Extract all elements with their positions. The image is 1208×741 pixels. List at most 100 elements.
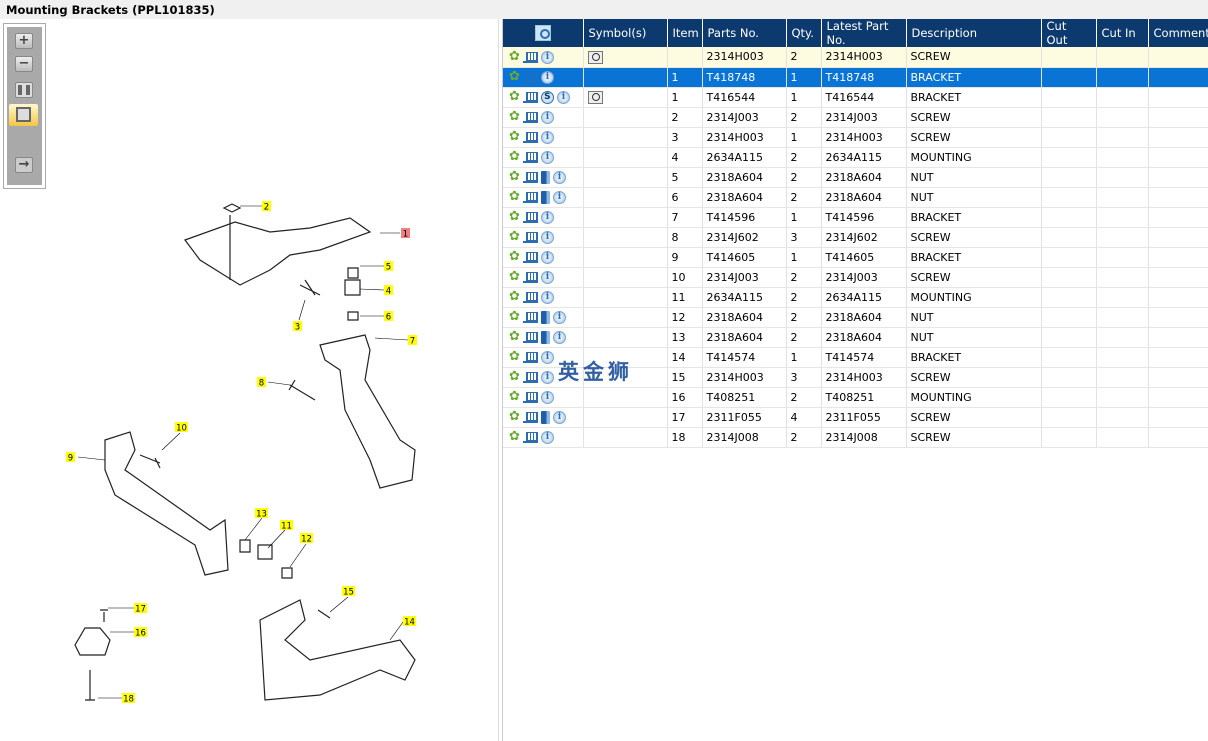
callout-9[interactable]: 9	[66, 452, 75, 464]
callout-7[interactable]: 7	[408, 335, 417, 347]
column-header-item[interactable]: Item	[667, 19, 703, 47]
column-header-search[interactable]	[503, 19, 584, 47]
column-header-qty[interactable]: Qty.	[786, 19, 822, 47]
book-icon[interactable]	[540, 410, 550, 424]
gear-icon[interactable]: ✿	[509, 309, 520, 325]
book-icon[interactable]	[540, 310, 550, 324]
info-icon[interactable]: i	[540, 230, 554, 244]
gear-icon[interactable]: ✿	[509, 389, 520, 405]
gear-icon[interactable]: ✿	[509, 89, 520, 105]
gear-icon[interactable]: ✿	[509, 349, 520, 365]
book-icon[interactable]	[540, 170, 550, 184]
info-icon[interactable]: i	[540, 150, 554, 164]
cart-icon[interactable]	[522, 251, 538, 264]
gear-icon[interactable]: ✿	[509, 149, 520, 165]
fit-all-button[interactable]	[15, 82, 33, 98]
info-icon[interactable]: i	[540, 430, 554, 444]
info-icon[interactable]: i	[556, 90, 570, 104]
info-icon[interactable]: i	[540, 290, 554, 304]
gear-icon[interactable]: ✿	[509, 49, 520, 64]
cart-icon[interactable]	[522, 71, 538, 84]
book-icon[interactable]	[540, 330, 550, 344]
cart-icon[interactable]	[522, 351, 538, 364]
gear-icon[interactable]: ✿	[509, 269, 520, 285]
cart-icon[interactable]	[522, 51, 538, 63]
column-header-cut-out[interactable]: Cut Out	[1041, 19, 1097, 47]
info-icon[interactable]: i	[540, 350, 554, 364]
search-icon[interactable]	[534, 25, 551, 41]
info-icon[interactable]: i	[540, 390, 554, 404]
gear-icon[interactable]: ✿	[509, 69, 520, 85]
cart-icon[interactable]	[522, 331, 538, 344]
cart-icon[interactable]	[522, 131, 538, 144]
callout-17[interactable]: 17	[134, 603, 147, 615]
column-header-description[interactable]: Description	[906, 19, 1042, 47]
column-header-comment[interactable]: Comment	[1148, 19, 1208, 47]
column-header-latest-part-no[interactable]: Latest Part No.	[821, 19, 907, 47]
gear-icon[interactable]: ✿	[509, 289, 520, 305]
cart-icon[interactable]	[522, 211, 538, 224]
info-icon[interactable]: i	[540, 110, 554, 124]
gear-icon[interactable]: ✿	[509, 209, 520, 225]
gear-icon[interactable]: ✿	[509, 249, 520, 265]
gear-icon[interactable]: ✿	[509, 189, 520, 205]
cart-icon[interactable]	[522, 171, 538, 184]
callout-18[interactable]: 18	[122, 693, 135, 705]
cart-icon[interactable]	[522, 391, 538, 404]
info-icon[interactable]: i	[540, 210, 554, 224]
cart-icon[interactable]	[522, 431, 538, 444]
callout-13[interactable]: 13	[255, 508, 268, 520]
info-icon[interactable]: i	[552, 170, 566, 184]
callout-16[interactable]: 16	[134, 627, 147, 639]
info-icon[interactable]: i	[552, 310, 566, 324]
callout-14[interactable]: 14	[403, 616, 416, 628]
callout-15[interactable]: 15	[342, 586, 355, 598]
gear-icon[interactable]: ✿	[509, 109, 520, 125]
info-icon[interactable]: i	[552, 410, 566, 424]
callout-11[interactable]: 11	[280, 520, 293, 532]
book-icon[interactable]	[540, 190, 550, 204]
info-icon[interactable]: i	[540, 270, 554, 284]
callout-5[interactable]: 5	[384, 261, 393, 273]
gear-icon[interactable]: ✿	[509, 329, 520, 345]
gear-icon[interactable]: ✿	[509, 369, 520, 385]
cart-icon[interactable]	[522, 91, 538, 104]
callout-1[interactable]: 1	[401, 228, 410, 240]
cart-icon[interactable]	[522, 411, 538, 424]
info-icon[interactable]: i	[540, 250, 554, 264]
callout-3[interactable]: 3	[293, 321, 302, 333]
cart-icon[interactable]	[522, 291, 538, 304]
gear-icon[interactable]: ✿	[509, 169, 520, 185]
callout-10[interactable]: 10	[175, 422, 188, 434]
gear-icon[interactable]: ✿	[509, 229, 520, 245]
callout-4[interactable]: 4	[384, 285, 393, 297]
column-header-parts-no[interactable]: Parts No.	[702, 19, 787, 47]
info-icon[interactable]: i	[540, 70, 554, 84]
column-header-cut-in[interactable]: Cut In	[1096, 19, 1149, 47]
cart-icon[interactable]	[522, 311, 538, 324]
cart-icon[interactable]	[522, 111, 538, 124]
cart-icon[interactable]	[522, 371, 538, 384]
gear-icon[interactable]: ✿	[509, 429, 520, 445]
gear-icon[interactable]: ✿	[509, 129, 520, 145]
zoom-in-button[interactable]: +	[15, 33, 33, 49]
supersession-icon[interactable]: S	[540, 90, 554, 104]
